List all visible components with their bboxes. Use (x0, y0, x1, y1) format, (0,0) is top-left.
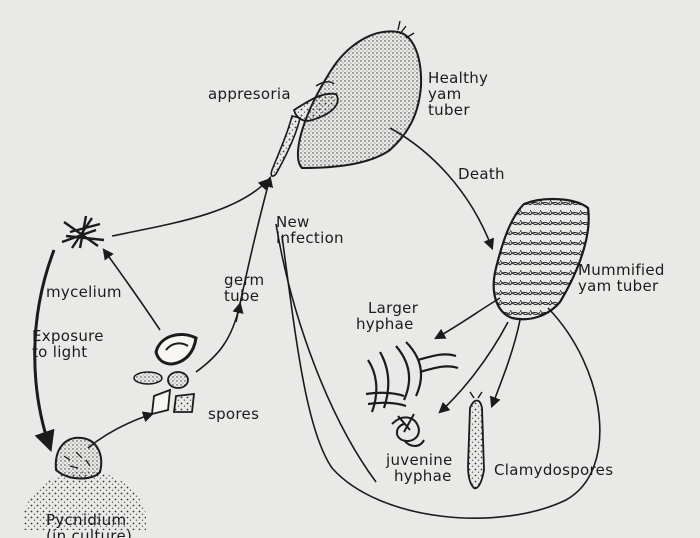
arrow-pycnidium-to-spores (88, 414, 152, 448)
label-pycnidium-line-2: (in culture) (46, 528, 132, 538)
arrow-mummified-to-larger (436, 298, 500, 338)
label-larger-hyphae-line-2: hyphae (356, 316, 418, 332)
label-pycnidium: Pycnidium (in culture) (46, 512, 132, 538)
label-death: Death (458, 166, 505, 182)
label-exposure-to-light: Exposure to light (32, 328, 104, 360)
label-healthy-line-2: yam (428, 86, 488, 102)
label-exposure-line-1: Exposure (32, 328, 104, 344)
clamydospores-drawing (468, 392, 484, 488)
label-healthy-line-3: tuber (428, 102, 488, 118)
label-germ-tube-line-1: germ (224, 272, 264, 288)
label-clamydospores: Clamydospores (494, 462, 613, 478)
label-juvenine-line-1: juvenine (386, 452, 453, 468)
larger-hyphae-drawing (366, 342, 458, 412)
label-germ-tube: germ tube (224, 272, 264, 304)
label-germ-tube-line-2: tube (224, 288, 264, 304)
mycelium-drawing (62, 216, 104, 248)
healthy-yam-tuber-drawing (298, 21, 421, 168)
label-mycelium: mycelium (46, 284, 122, 300)
label-mummified-line-2: yam tuber (578, 278, 665, 294)
arrow-spores-to-germtube (196, 304, 240, 372)
arrow-mummified-to-clamydospores (492, 320, 520, 406)
label-exposure-line-2: to light (32, 344, 104, 360)
label-new-infection: New infection (276, 214, 344, 246)
label-pycnidium-line-1: Pycnidium (46, 512, 132, 528)
label-healthy-line-1: Healthy (428, 70, 488, 86)
label-larger-hyphae-line-1: Larger (356, 300, 418, 316)
label-new-infection-line-2: infection (276, 230, 344, 246)
label-juvenine-hyphae: juvenine hyphae (386, 452, 453, 484)
arrow-healthy-to-mummified (390, 128, 492, 248)
label-spores: spores (208, 406, 259, 422)
juvenine-hyphae-drawing (392, 414, 424, 446)
label-healthy-yam-tuber: Healthy yam tuber (428, 70, 488, 118)
arrow-juvenine-to-infection (276, 224, 376, 482)
label-appresoria: appresoria (208, 86, 291, 102)
label-new-infection-line-1: New (276, 214, 344, 230)
label-larger-hyphae: Larger hyphae (356, 300, 418, 332)
label-mummified-yam-tuber: Mummified yam tuber (578, 262, 665, 294)
mummified-yam-tuber-drawing (494, 199, 589, 319)
spores-drawing (134, 334, 196, 414)
cycle-arrows (35, 128, 600, 518)
label-mummified-line-1: Mummified (578, 262, 665, 278)
label-juvenine-line-2: hyphae (386, 468, 453, 484)
arrow-mycelium-to-appresoria (112, 180, 268, 236)
